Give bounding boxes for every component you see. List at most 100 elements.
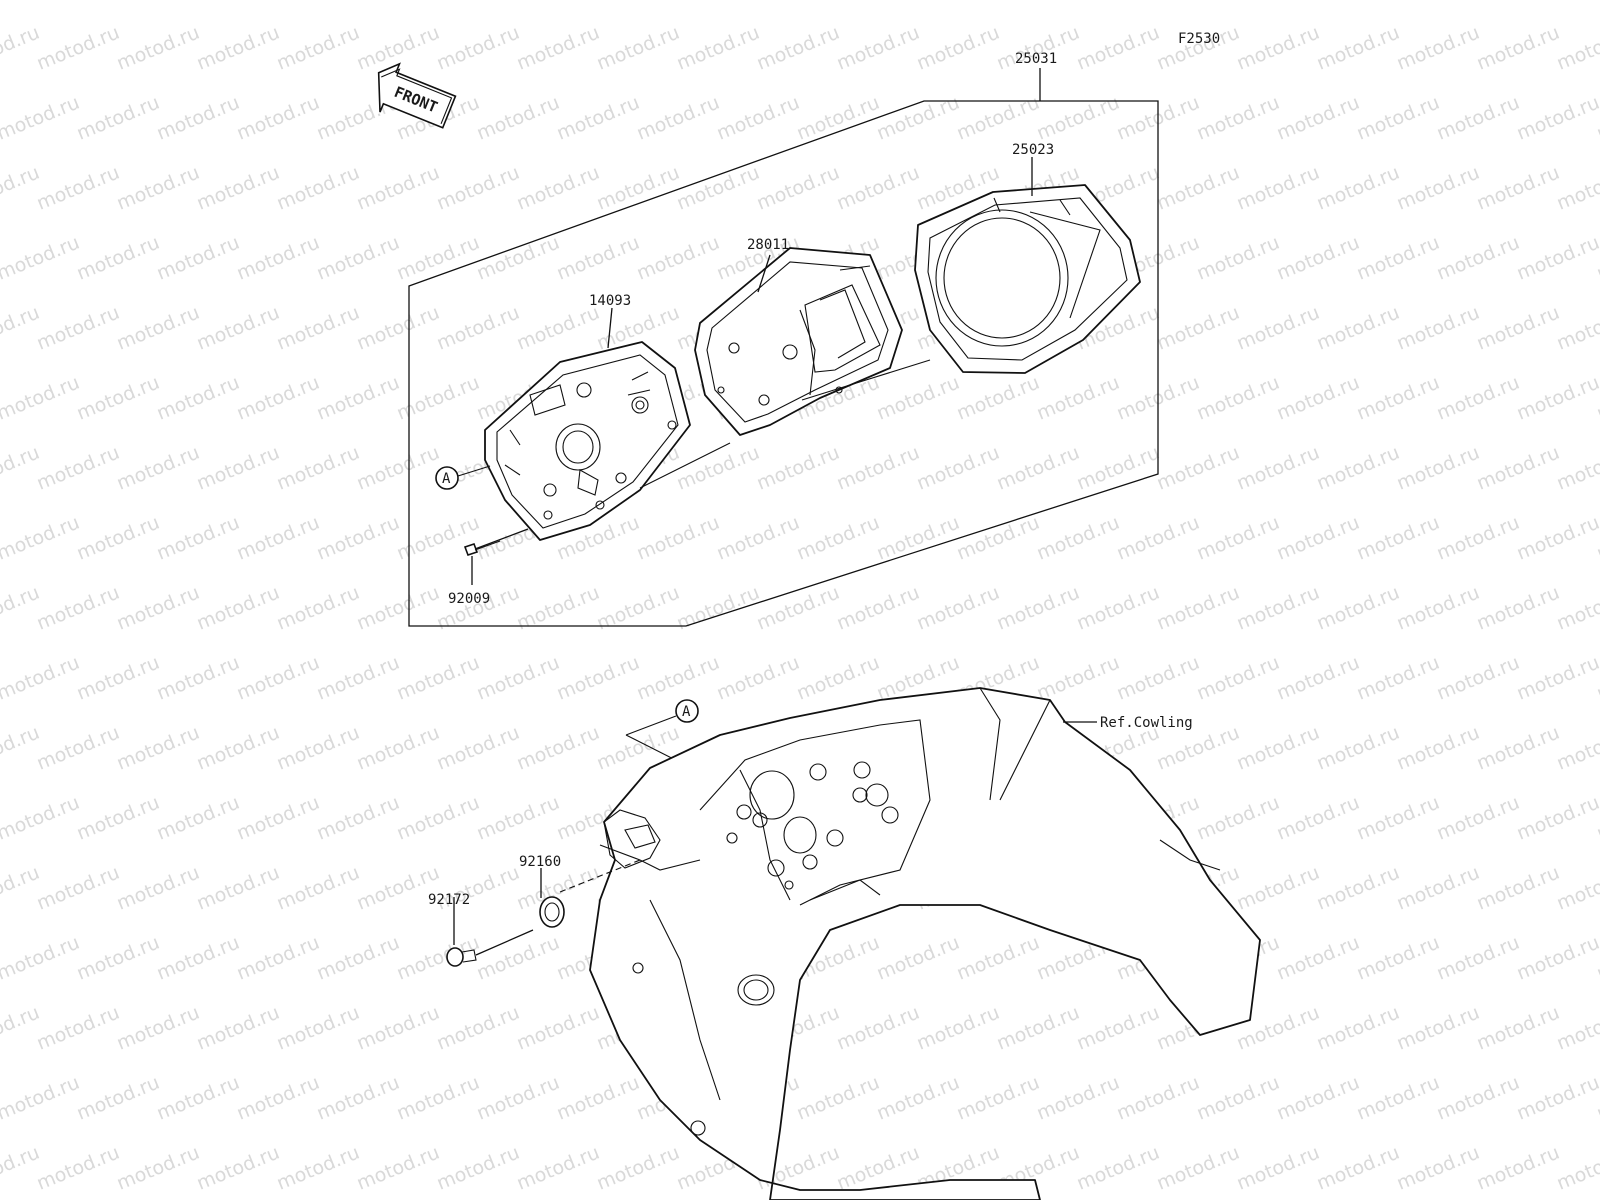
watermark-text: motod.ru [554, 1072, 643, 1125]
watermark-text: motod.ru [554, 0, 643, 5]
watermark-text: motod.ru [1354, 0, 1443, 5]
front-direction-arrow: FRONT [377, 62, 457, 129]
watermark-text: motod.ru [1194, 512, 1283, 565]
watermark-text: motod.ru [434, 162, 523, 215]
watermark-text: motod.ru [1274, 92, 1363, 145]
watermark-text: motod.ru [1394, 1142, 1483, 1195]
watermark-text: motod.ru [1314, 1002, 1403, 1055]
watermark-text: motod.ru [1194, 652, 1283, 705]
watermark-text: motod.ru [514, 1142, 603, 1195]
watermark-text: motod.ru [394, 652, 483, 705]
watermark-text: motod.ru [234, 92, 323, 145]
watermark-text: motod.ru [1034, 92, 1123, 145]
watermark-text: motod.ru [1314, 162, 1403, 215]
watermark-text: motod.ru [114, 162, 203, 215]
watermark-text: motod.ru [114, 22, 203, 75]
watermark-text: motod.ru [1354, 512, 1443, 565]
damper-92160 [539, 868, 565, 928]
watermark-text: motod.ru [474, 0, 563, 5]
watermark-text: motod.ru [0, 792, 83, 845]
watermark-text: motod.ru [914, 22, 1003, 75]
watermark-text: motod.ru [714, 512, 803, 565]
watermark-text: motod.ru [474, 932, 563, 985]
watermark-text: motod.ru [274, 722, 363, 775]
watermark-text: motod.ru [794, 512, 883, 565]
watermark-text: motod.ru [274, 442, 363, 495]
watermark-text: motod.ru [394, 932, 483, 985]
watermark-text: motod.ru [514, 162, 603, 215]
watermark-text: motod.ru [114, 1002, 203, 1055]
align-line-1 [639, 442, 731, 489]
watermark-text: motod.ru [594, 22, 683, 75]
watermark-text: motod.ru [34, 722, 123, 775]
watermark-text: motod.ru [1154, 302, 1243, 355]
watermark-text: motod.ru [394, 792, 483, 845]
watermark-text: motod.ru [194, 1002, 283, 1055]
watermark-text: motod.ru [954, 1072, 1043, 1125]
watermark-text: motod.ru [0, 582, 43, 635]
connector-mark-a-upper: A [435, 465, 491, 490]
watermark-text: motod.ru [554, 92, 643, 145]
watermark-text: motod.ru [314, 372, 403, 425]
watermark-text: motod.ru [674, 162, 763, 215]
watermark-text: motod.ru [1594, 0, 1600, 5]
watermark-text: motod.ru [234, 1072, 323, 1125]
watermark-text: motod.ru [0, 22, 43, 75]
watermark-text: motod.ru [1314, 862, 1403, 915]
watermark-text: motod.ru [194, 862, 283, 915]
watermark-text: motod.ru [1234, 722, 1323, 775]
watermark-text: motod.ru [74, 792, 163, 845]
watermark-text: motod.ru [0, 722, 43, 775]
watermark-text: motod.ru [114, 302, 203, 355]
watermark-text: motod.ru [594, 1142, 683, 1195]
watermark-text: motod.ru [434, 722, 523, 775]
watermark-text: motod.ru [1554, 22, 1600, 75]
watermark-text: motod.ru [1354, 232, 1443, 285]
watermark-text: motod.ru [314, 792, 403, 845]
watermark-text: motod.ru [34, 162, 123, 215]
callout-14093: 14093 [589, 293, 631, 309]
watermark-text: motod.ru [954, 372, 1043, 425]
watermark-text: motod.ru [954, 512, 1043, 565]
watermark-text: motod.ru [994, 1002, 1083, 1055]
watermark-text: motod.ru [674, 582, 763, 635]
watermark-text: motod.ru [0, 652, 83, 705]
watermark-text: motod.ru [354, 582, 443, 635]
callout-92172: 92172 [428, 892, 470, 908]
watermark-text: motod.ru [1554, 1002, 1600, 1055]
watermark-text: motod.ru [1154, 22, 1243, 75]
watermark-text: motod.ru [754, 22, 843, 75]
watermark-text: motod.ru [1554, 582, 1600, 635]
watermark-text: motod.ru [1114, 1072, 1203, 1125]
watermark-text: motod.ru [74, 932, 163, 985]
watermark-text: motod.ru [1354, 92, 1443, 145]
watermark-text: motod.ru [74, 0, 163, 5]
damper-align-line [559, 859, 641, 893]
watermark-text: motod.ru [714, 652, 803, 705]
bolt-92172 [446, 897, 534, 967]
watermark-text: motod.ru [234, 372, 323, 425]
watermark-text: motod.ru [1034, 652, 1123, 705]
watermark-text: motod.ru [1474, 442, 1563, 495]
watermark-text: motod.ru [154, 0, 243, 5]
ref-cowling-label: Ref.Cowling [1100, 715, 1193, 731]
watermark-text: motod.ru [794, 1072, 883, 1125]
watermark-text: motod.ru [834, 582, 923, 635]
watermark-text: motod.ru [834, 1002, 923, 1055]
watermark-text: motod.ru [314, 652, 403, 705]
watermark-text: motod.ru [874, 1072, 963, 1125]
watermark-text: motod.ru [1554, 862, 1600, 915]
watermark-text: motod.ru [1274, 0, 1363, 5]
watermark-text: motod.ru [634, 232, 723, 285]
watermark-text: motod.ru [1154, 582, 1243, 635]
watermark-text: motod.ru [1474, 162, 1563, 215]
watermark-text: motod.ru [114, 442, 203, 495]
watermark-text: motod.ru [0, 1142, 43, 1195]
assembly-boundary [408, 100, 1159, 627]
watermark-text: motod.ru [1314, 302, 1403, 355]
watermark-text: motod.ru [1394, 22, 1483, 75]
watermark-text: motod.ru [1074, 1002, 1163, 1055]
watermark-text: motod.ru [1514, 372, 1600, 425]
watermark-text: motod.ru [994, 582, 1083, 635]
watermark-text: motod.ru [474, 652, 563, 705]
